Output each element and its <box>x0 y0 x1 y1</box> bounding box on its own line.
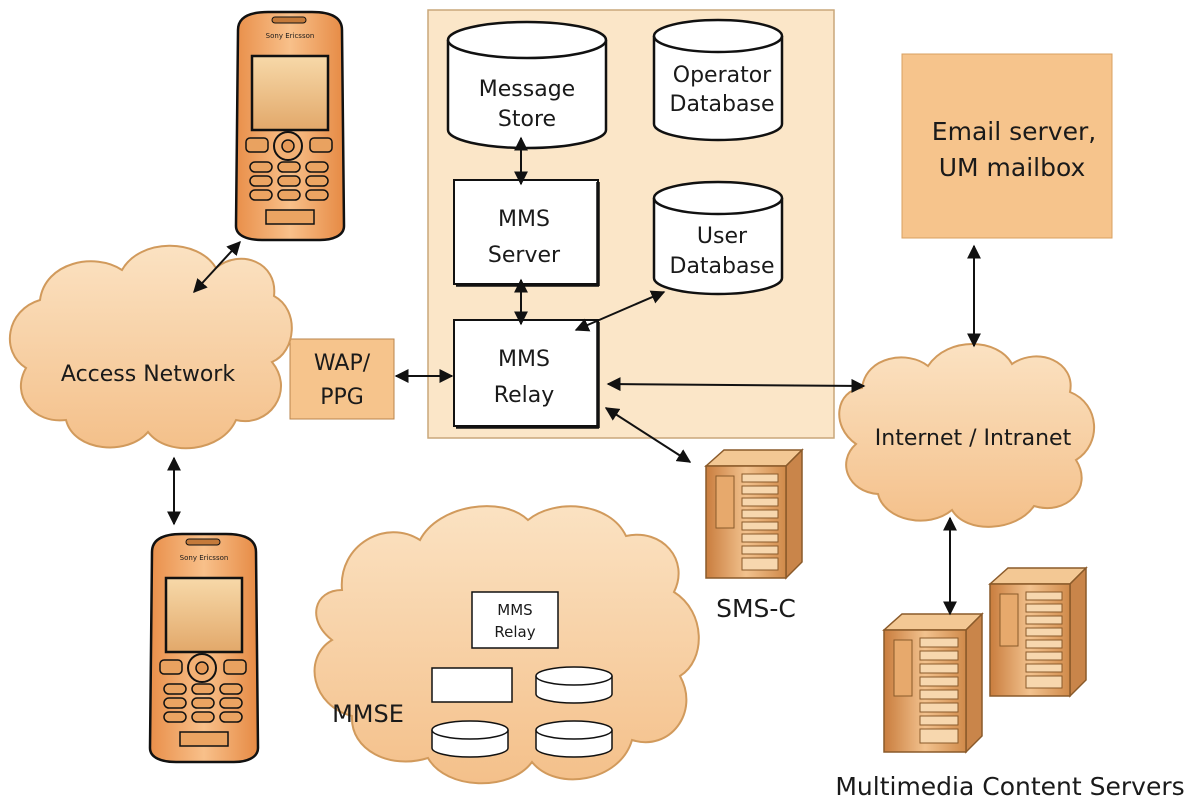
mmse-cylinder-1 <box>535 666 613 704</box>
mmse-small-box <box>431 667 513 703</box>
email-server-label-line2: UM mailbox <box>939 153 1086 182</box>
arrow-relay-userdb <box>574 290 666 332</box>
server-tower-icon <box>882 612 984 754</box>
access-network-label: Access Network <box>61 362 235 387</box>
operator-database-label-line2: Database <box>670 92 775 117</box>
wap-ppg-box: WAP/ PPG <box>289 338 395 420</box>
mms-server-box: MMS Server <box>453 179 600 287</box>
mobile-phone-icon: Sony Ericsson <box>148 532 260 764</box>
sms-c-label: SMS-C <box>716 594 796 623</box>
arrow-phone-accessnetwork <box>193 240 241 294</box>
internet-intranet-label: Internet / Intranet <box>875 426 1072 451</box>
mobile-phone-icon: Sony Ericsson <box>234 10 346 242</box>
arrow-relay-internet <box>606 377 866 393</box>
server-tower-icon <box>988 566 1088 698</box>
mms-server-label-line2: Server <box>488 243 561 268</box>
email-server-label-line1: Email server, <box>932 117 1096 146</box>
wap-ppg-label-line2: PPG <box>320 385 364 410</box>
mmse-relay-label-line1: MMS <box>497 601 532 619</box>
mmse-label: MMSE <box>332 700 404 728</box>
user-database-label-line1: User <box>697 224 748 249</box>
mmse-cloud: MMS Relay MMSE <box>313 505 700 785</box>
mmse-relay-label-line2: Relay <box>494 623 535 641</box>
multimedia-content-servers-label: Multimedia Content Servers <box>835 772 1184 801</box>
message-store-label-line1: Message <box>479 77 575 102</box>
user-database: User Database <box>652 180 784 296</box>
phone-brand-label: Sony Ericsson <box>266 32 315 40</box>
phone-brand-label: Sony Ericsson <box>180 554 229 562</box>
operator-database: Operator Database <box>652 18 784 142</box>
access-network-cloud: Access Network <box>9 244 293 450</box>
mms-server-label-line1: MMS <box>498 207 550 232</box>
email-server-box: Email server, UM mailbox <box>901 53 1113 239</box>
server-tower-icon <box>704 448 804 580</box>
mms-relay-label-line2: Relay <box>494 383 554 408</box>
mmse-cylinder-3 <box>535 720 613 758</box>
user-database-label-line2: Database <box>670 254 775 279</box>
arrow-relay-smsc <box>604 407 692 463</box>
wap-ppg-label-line1: WAP/ <box>314 351 371 376</box>
mmse-relay-box <box>471 591 559 649</box>
mms-relay-label-line1: MMS <box>498 347 550 372</box>
operator-database-label-line1: Operator <box>673 63 772 88</box>
message-store-label-line2: Store <box>498 107 556 132</box>
internet-intranet-cloud: Internet / Intranet <box>838 343 1096 528</box>
mms-relay-box: MMS Relay <box>453 319 600 429</box>
mmse-cylinder-2 <box>431 720 509 758</box>
message-store-database: Message Store <box>446 20 608 150</box>
